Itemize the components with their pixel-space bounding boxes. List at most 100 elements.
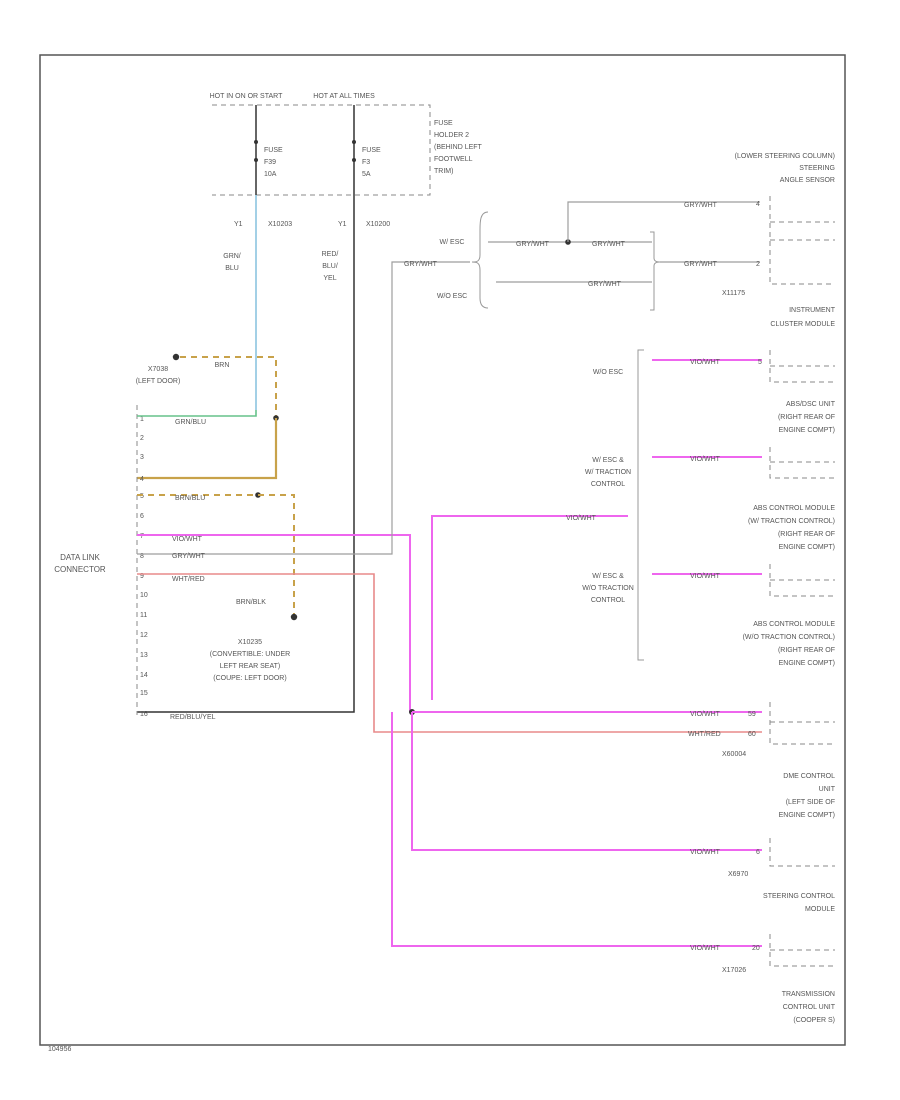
wire-vio-wht-pin6 — [137, 534, 411, 712]
fuse-holder-label: FUSE HOLDER 2 (BEHIND LEFT FOOTWELL TRIM… — [434, 120, 483, 175]
wire-label-red-blu-yel: RED/ BLU/ YEL — [322, 251, 339, 282]
svg-text:HOLDER 2: HOLDER 2 — [434, 132, 469, 139]
esc-brace — [471, 211, 489, 309]
ecu-connector-outline — [769, 702, 835, 745]
svg-text:7: 7 — [140, 533, 144, 540]
sas-conn-label: X11175 — [722, 290, 745, 297]
svg-text:9: 9 — [140, 573, 144, 580]
svg-text:ENGINE COMPT): ENGINE COMPT) — [779, 660, 835, 667]
wire-label-brn-blu: BRN/BLU — [175, 495, 205, 502]
svg-text:LEFT REAR SEAT): LEFT REAR SEAT) — [220, 663, 280, 670]
wire-label-vio-wht: VIO/WHT — [172, 536, 203, 543]
steering-conn-label: X17026 — [722, 967, 746, 974]
wire-label-wht-red: WHT/RED — [172, 576, 205, 583]
pin-b-label: Y1 — [338, 221, 347, 228]
sas-pin-4: 4 — [756, 201, 760, 208]
abs-wo-tc-label: ABS CONTROL MODULE (W/O TRACTION CONTROL… — [743, 621, 836, 667]
svg-text:CLUSTER MODULE: CLUSTER MODULE — [770, 321, 835, 328]
ground-x10235-label: X10235 (CONVERTIBLE: UNDER LEFT REAR SEA… — [210, 639, 290, 682]
svg-text:CONTROL: CONTROL — [591, 481, 625, 488]
wire-label-gry-wht: GRY/WHT — [172, 553, 206, 560]
svg-text:FUSE: FUSE — [264, 147, 283, 154]
options-brace — [637, 349, 644, 661]
svg-text:6: 6 — [140, 513, 144, 520]
svg-text:(RIGHT REAR OF: (RIGHT REAR OF — [778, 647, 835, 654]
svg-text:DATA LINK: DATA LINK — [60, 553, 100, 562]
dme-pin: 6 — [756, 849, 760, 856]
dsc-connector-outline — [769, 447, 835, 479]
svg-text:5A: 5A — [362, 171, 371, 178]
svg-text:BLU/: BLU/ — [322, 263, 338, 270]
steering-wire-label: VIO/WHT — [690, 945, 721, 952]
svg-text:12: 12 — [140, 632, 148, 639]
wire-vio-wht-steering — [391, 712, 762, 947]
ic-pin: 5 — [758, 359, 762, 366]
fuse-a-node — [254, 140, 258, 144]
hot-run-label: HOT IN ON OR START — [210, 93, 283, 100]
svg-text:(W/O TRACTION CONTROL): (W/O TRACTION CONTROL) — [743, 634, 835, 641]
svg-text:RED/: RED/ — [322, 251, 339, 258]
svg-text:15: 15 — [140, 690, 148, 697]
svg-text:10: 10 — [140, 592, 148, 599]
svg-text:2: 2 — [140, 435, 144, 442]
ground-x7038-node — [172, 353, 180, 361]
svg-text:FUSE: FUSE — [362, 147, 381, 154]
dme-connector-outline — [769, 838, 835, 867]
svg-text:(RIGHT REAR OF: (RIGHT REAR OF — [778, 414, 835, 421]
svg-text:ABS CONTROL MODULE: ABS CONTROL MODULE — [753, 505, 835, 512]
abs-connector-outline — [769, 564, 835, 597]
tcu-label: TRANSMISSION CONTROL UNIT (COOPER S) — [782, 991, 836, 1024]
svg-text:STEERING: STEERING — [799, 165, 835, 172]
svg-text:ANGLE SENSOR: ANGLE SENSOR — [780, 177, 835, 184]
steering-pin: 20 — [752, 945, 760, 952]
svg-text:(LEFT SIDE OF: (LEFT SIDE OF — [786, 799, 835, 806]
wire-label-grn-blu: GRN/ BLU — [223, 253, 241, 272]
svg-text:YEL: YEL — [323, 275, 336, 282]
svg-text:FOOTWELL: FOOTWELL — [434, 156, 473, 163]
ground-x10235-node — [290, 613, 298, 621]
wire-brn-pin4 — [137, 418, 278, 480]
option-w-esc-wo-tc: W/ ESC & W/O TRACTION CONTROL — [582, 573, 634, 604]
esc-label-gry-wht-5: GRY/WHT — [588, 281, 622, 288]
svg-text:ENGINE COMPT): ENGINE COMPT) — [779, 544, 835, 551]
ic-connector-outline — [769, 350, 835, 383]
svg-text:16: 16 — [140, 711, 148, 718]
ecu-wire-label: VIO/WHT — [690, 711, 721, 718]
wire-label-brn-blk: BRN/BLK — [236, 599, 266, 606]
option-wo-esc: W/O ESC — [593, 369, 623, 376]
dsc-wire-label: VIO/WHT — [690, 456, 721, 463]
ecu-pin-59: 59 — [748, 711, 756, 718]
svg-text:STEERING CONTROL: STEERING CONTROL — [763, 893, 835, 900]
svg-text:W/ ESC &: W/ ESC & — [592, 573, 624, 580]
fuse-b-label: FUSE F3 5A — [362, 147, 381, 178]
dme-wire-label: VIO/WHT — [690, 849, 721, 856]
svg-text:DME CONTROL: DME CONTROL — [783, 773, 835, 780]
svg-text:UNIT: UNIT — [819, 786, 836, 793]
ecu-conn-label: X60004 — [722, 751, 746, 758]
options-wire-label: VIO/WHT — [566, 515, 597, 522]
diagram-frame — [39, 54, 846, 1046]
wire-brn-dash — [180, 356, 277, 418]
ecu-pin-60: 60 — [748, 731, 756, 738]
instrument-cluster-label: INSTRUMENT CLUSTER MODULE — [770, 307, 835, 328]
abs-dsc-label: ABS/DSC UNIT (RIGHT REAR OF ENGINE COMPT… — [778, 401, 836, 434]
wire-wht-red-pin8 — [137, 573, 762, 733]
svg-text:(COUPE: LEFT DOOR): (COUPE: LEFT DOOR) — [213, 675, 286, 682]
svg-text:X7038: X7038 — [148, 366, 168, 373]
wire-red-blu-yel — [137, 195, 355, 713]
wire-vio-wht-options — [431, 515, 628, 700]
fuse-b-node-2 — [352, 158, 356, 162]
svg-text:(RIGHT REAR OF: (RIGHT REAR OF — [778, 531, 835, 538]
ground-x7038-label: X7038 (LEFT DOOR) — [136, 366, 181, 385]
svg-text:14: 14 — [140, 672, 148, 679]
conn-b-label: X10200 — [366, 221, 390, 228]
svg-text:(COOPER S): (COOPER S) — [793, 1017, 835, 1024]
svg-text:W/ TRACTION: W/ TRACTION — [585, 469, 631, 476]
fuse-a-label: FUSE F39 10A — [264, 147, 283, 178]
svg-text:GRN/: GRN/ — [223, 253, 241, 260]
svg-text:INSTRUMENT: INSTRUMENT — [789, 307, 836, 314]
sas-pin-2: 2 — [756, 261, 760, 268]
steering-connector-outline — [769, 934, 835, 967]
fuse-holder-outline — [212, 104, 431, 196]
